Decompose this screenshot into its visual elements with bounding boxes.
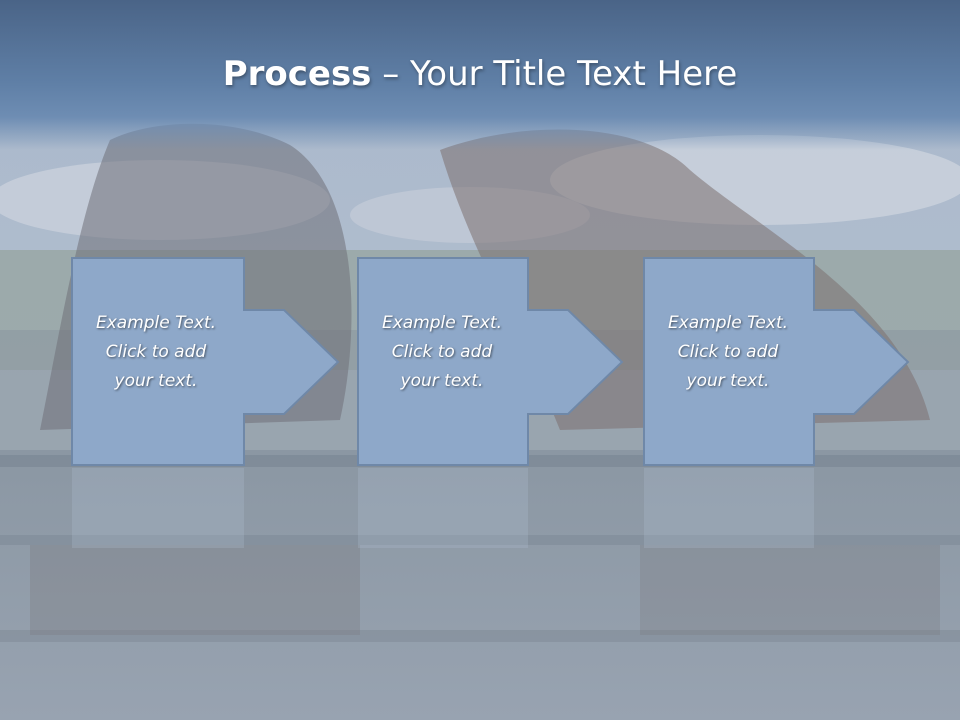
title-bold-part: Process <box>222 54 372 94</box>
title-rest-part: – Your Title Text Here <box>371 54 738 94</box>
process-step-2-shape <box>357 257 624 466</box>
process-step-3[interactable]: Example Text. Click to add your text. <box>643 257 913 467</box>
process-step-3-shape <box>643 257 910 466</box>
process-step-1-reflection <box>71 468 341 548</box>
process-step-3-text: Example Text. Click to add your text. <box>667 313 789 391</box>
process-step-2[interactable]: Example Text. Click to add your text. <box>357 257 627 467</box>
process-step-3-reflection <box>643 468 913 548</box>
slide-title[interactable]: Process – Your Title Text Here <box>0 48 960 100</box>
title-bar <box>0 0 960 150</box>
process-step-1-text: Example Text. Click to add your text. <box>95 313 217 391</box>
process-step-1-shape <box>71 257 340 466</box>
process-step-2-reflection <box>357 468 627 548</box>
process-step-2-text: Example Text. Click to add your text. <box>381 313 503 391</box>
process-step-1[interactable]: Example Text. Click to add your text. <box>71 257 341 467</box>
